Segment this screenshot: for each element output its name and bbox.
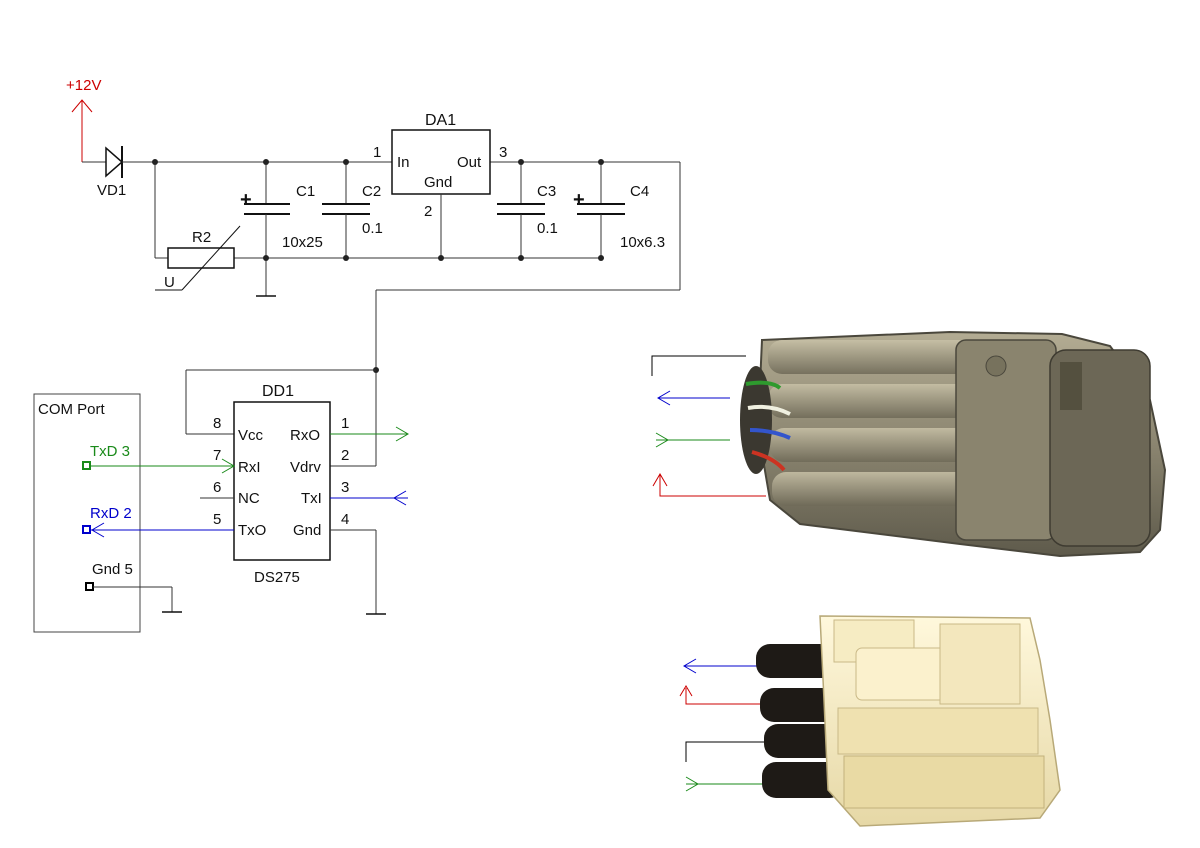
- arrow-right-icon: [685, 776, 699, 792]
- diode-vd1: VD1: [97, 146, 126, 199]
- arrow-up-icon: [679, 685, 693, 697]
- driver-pin4-num: 4: [341, 511, 349, 528]
- capacitor-c2: C2 0.1: [322, 162, 383, 258]
- driver-pin-rxo: RxO: [290, 427, 320, 444]
- regulator-pin-out: Out: [457, 154, 482, 171]
- driver-pin-vcc: Vcc: [238, 427, 264, 444]
- arrow-left-icon: [393, 490, 407, 506]
- connector-photo-cream: [679, 615, 1061, 827]
- resistor-icon: [167, 247, 235, 269]
- ground-arrow-icon: [651, 355, 746, 376]
- arrow-right-icon: [221, 458, 235, 474]
- com-rxd-label: RxD 2: [90, 505, 132, 522]
- arrow-left-icon: [91, 522, 105, 538]
- com-gnd-label: Gnd 5: [92, 561, 133, 578]
- arrow-left-icon: [657, 390, 671, 406]
- driver-pin7-num: 7: [213, 447, 221, 464]
- c3-value: 0.1: [537, 220, 558, 237]
- plus-icon: +: [573, 189, 585, 211]
- com-port: COM Port TxD 3 RxD 2 Gnd 5: [33, 393, 235, 633]
- regulator-pin-gnd: Gnd: [424, 174, 452, 191]
- connector-photo-grey: [651, 330, 1167, 558]
- driver-pin8-num: 8: [213, 415, 221, 432]
- driver-pin-gnd: Gnd: [293, 522, 321, 539]
- c3-label: C3: [537, 183, 556, 200]
- com-port-title: COM Port: [38, 401, 106, 418]
- com-gnd-pin: [85, 582, 94, 591]
- driver-pin-txo: TxO: [238, 522, 266, 539]
- arrow-up-icon: [652, 473, 668, 487]
- resistor-note: U: [164, 274, 175, 291]
- com-rxd-pin: [82, 525, 91, 534]
- regulator-label: DA1: [425, 112, 456, 129]
- regulator-pin3-num: 3: [499, 144, 507, 161]
- c1-label: C1: [296, 183, 315, 200]
- driver-pin2-num: 2: [341, 447, 349, 464]
- resistor-r2: R2 U: [155, 225, 241, 291]
- c4-label: C4: [630, 183, 649, 200]
- junction-dots: [152, 159, 604, 373]
- c4-value: 10x6.3: [620, 234, 665, 251]
- regulator-pin1-num: 1: [373, 144, 381, 161]
- regulator-pin-in: In: [397, 154, 410, 171]
- arrow-right-icon: [395, 426, 409, 442]
- c2-label: C2: [362, 183, 381, 200]
- c2-value: 0.1: [362, 220, 383, 237]
- com-txd-label: TxD 3: [90, 443, 130, 460]
- driver-pin-rxi: RxI: [238, 459, 261, 476]
- driver-pin3-num: 3: [341, 479, 349, 496]
- driver-pin6-num: 6: [213, 479, 221, 496]
- arrow-left-icon: [683, 658, 697, 674]
- power-arrow-icon: [71, 99, 93, 113]
- resistor-label: R2: [192, 229, 211, 246]
- plus-icon: +: [240, 189, 252, 211]
- driver-pin-vdrv: Vdrv: [290, 459, 321, 476]
- c1-value: 10x25: [282, 234, 323, 251]
- driver-pin-txi: TxI: [301, 490, 322, 507]
- com-txd-pin: [82, 461, 91, 470]
- capacitor-c4: + C4 10x6.3: [573, 162, 665, 258]
- diode-icon: [105, 146, 124, 178]
- regulator-pin2-num: 2: [424, 203, 432, 220]
- power-input: +12V: [66, 77, 106, 163]
- driver-pin-nc: NC: [238, 490, 260, 507]
- regulator-da1: DA1 In Out Gnd 1 2 3: [373, 112, 507, 258]
- capacitor-c3: C3 0.1: [497, 162, 558, 258]
- driver-pin5-num: 5: [213, 511, 221, 528]
- capacitor-c1: + C1 10x25: [240, 162, 323, 297]
- power-label: +12V: [66, 77, 101, 94]
- driver-label: DD1: [262, 383, 294, 400]
- driver-dd1: DD1 DS275 Vcc RxI NC TxO RxO Vdrv TxI Gn…: [185, 369, 409, 615]
- ground-arrow-icon: [685, 741, 770, 762]
- diode-label: VD1: [97, 182, 126, 199]
- arrow-right-icon: [655, 432, 669, 448]
- driver-part: DS275: [254, 569, 300, 586]
- driver-pin1-num: 1: [341, 415, 349, 432]
